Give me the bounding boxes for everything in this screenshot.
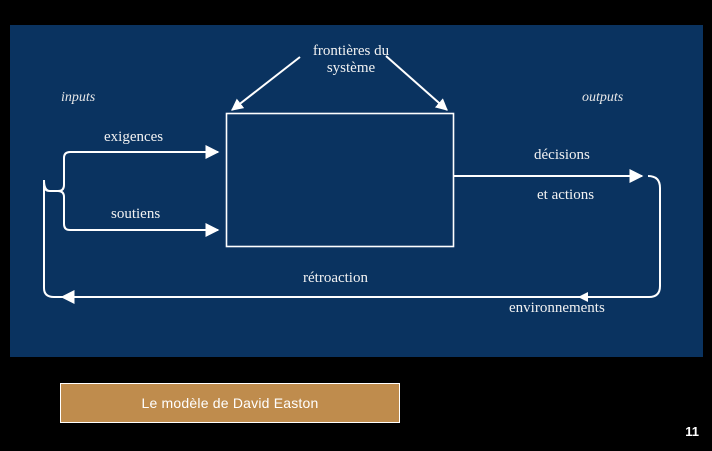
page-number: 11	[685, 424, 699, 439]
label-et-actions: et actions	[537, 187, 595, 203]
label-frontieres-line-1: frontières du	[312, 43, 390, 59]
label-retroaction: rétroaction	[303, 270, 368, 286]
label-exigences: exigences	[104, 129, 164, 145]
label-decisions: décisions	[534, 147, 590, 163]
label-outputs: outputs	[582, 90, 624, 105]
label-frontieres-du-systeme: frontières du système	[297, 43, 405, 78]
label-inputs: inputs	[61, 90, 96, 105]
caption-box: Le modèle de David Easton	[60, 383, 400, 423]
caption-text: Le modèle de David Easton	[141, 395, 319, 411]
label-environnements: environnements	[509, 300, 605, 316]
label-soutiens: soutiens	[111, 206, 161, 222]
label-frontieres-line-2: système	[326, 60, 376, 77]
